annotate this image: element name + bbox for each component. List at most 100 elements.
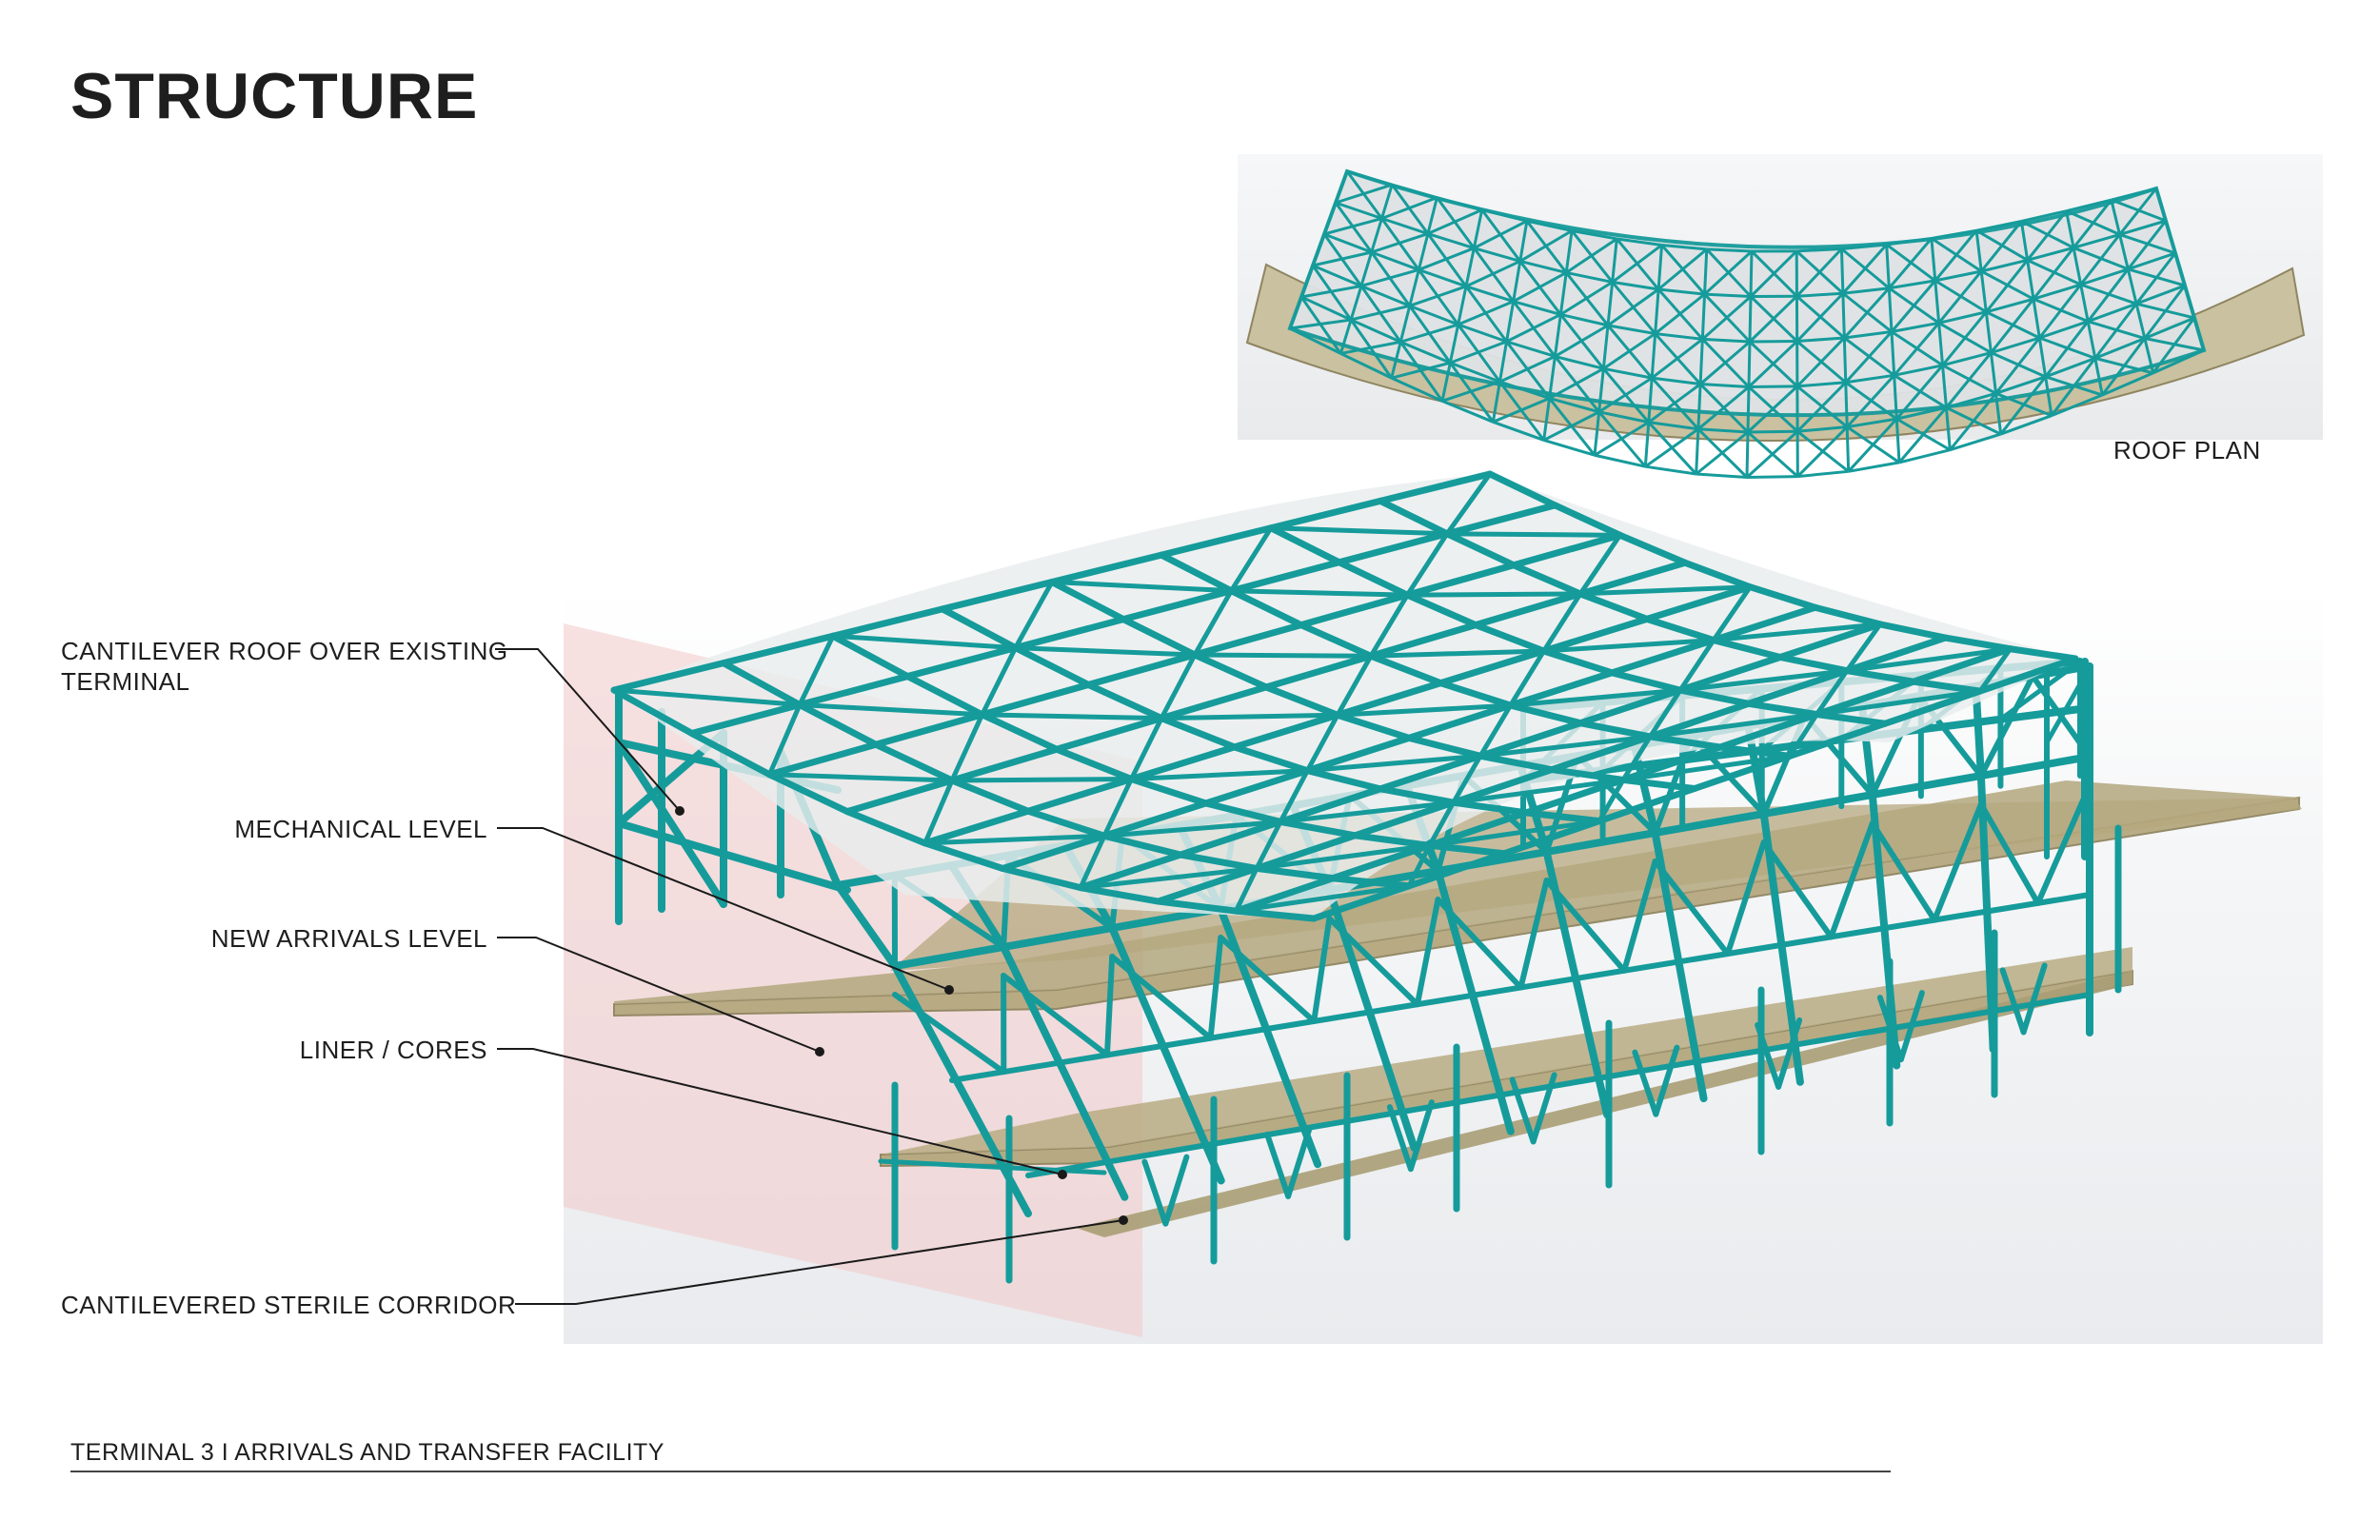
roof-plan-purlin <box>1409 304 1459 326</box>
v-support <box>1141 1158 1169 1227</box>
roof-plan-brace <box>1512 271 1567 303</box>
roof-beam <box>1876 621 1949 642</box>
roof-girder <box>1310 882 1413 922</box>
roof-plan-purlin <box>1335 201 1382 220</box>
roof-diagonal <box>1101 819 1283 839</box>
roof-diagonal <box>1444 531 1623 538</box>
v-support <box>1509 1076 1537 1145</box>
roof-beam <box>610 686 696 737</box>
roof-diagonal <box>1427 819 1602 848</box>
truss-post <box>834 881 899 970</box>
roof-plan-brace <box>2044 320 2090 378</box>
v-support <box>1162 1154 1190 1227</box>
roof-plan-purlin <box>1938 310 1987 325</box>
roof-plan-purlin <box>1934 269 1982 283</box>
roof-diagonal <box>1577 532 1623 597</box>
roof-plan-brace <box>2050 357 2096 417</box>
roof-beam <box>1191 651 1270 691</box>
roof-diagonal <box>1577 584 1753 597</box>
leader-liner-cores <box>497 1048 1063 1175</box>
roof-diagonal <box>1647 687 1683 740</box>
roof-plan-brace <box>1696 385 1750 430</box>
v-support <box>1632 1049 1659 1117</box>
roof-plan-purlin <box>1796 291 1843 298</box>
roof-plan-purlin <box>1797 469 1849 479</box>
roof-beam <box>1477 752 1556 774</box>
roof-diagonal <box>922 778 955 846</box>
roof-plan-purlin <box>1441 399 1494 424</box>
roof-girder <box>1267 497 1384 532</box>
roof-beam <box>1231 743 1311 775</box>
roof-diagonal <box>611 687 803 708</box>
roof-beam <box>829 632 911 681</box>
roof-diagonal <box>1368 592 1410 659</box>
roof-plan-purlin <box>2073 232 2120 249</box>
roof-girder <box>1334 680 1444 719</box>
roof-plan-purlin <box>1612 280 1659 291</box>
roof-plan-brace <box>1994 337 2041 395</box>
roof-plan-brace <box>1449 340 1508 365</box>
roof-plan-rib <box>1491 220 1529 423</box>
roof-plan-brace <box>1418 247 1475 271</box>
v-support <box>2020 962 2048 1036</box>
roof-plan-brace <box>1985 259 2029 313</box>
roof-beam <box>1843 667 1917 685</box>
roof-plan-purlin <box>2066 198 2112 213</box>
roof-beam <box>1084 681 1165 722</box>
roof-girder <box>1510 531 1624 569</box>
roof-plan-rib <box>1885 244 1901 463</box>
roof-plan-purlin <box>1949 432 2002 452</box>
roof-plan-brace <box>1548 367 1605 400</box>
v-support <box>1407 1099 1435 1173</box>
roof-plan-brace <box>1371 232 1429 254</box>
roof-plan-purlin <box>1991 336 2040 354</box>
roof-beam <box>1158 715 1239 751</box>
callout-sterile-corridor: CANTILEVERED STERILE CORRIDOR <box>61 1291 517 1319</box>
roof-girder <box>1298 591 1411 629</box>
roof-plan-brace <box>1949 392 1997 451</box>
roof-diagonal <box>1278 800 1457 824</box>
roof-plan-purlin <box>1841 243 1887 250</box>
roof-girder <box>1158 524 1275 559</box>
v-brace <box>1311 916 1333 1024</box>
roof-beam <box>1910 678 1984 695</box>
roof-plan-brace <box>1651 338 1704 380</box>
roof-plan-brace <box>1289 318 1352 330</box>
roof-plan-brace <box>1409 285 1467 307</box>
roof-girder <box>1976 655 2079 695</box>
roof-plan-brace <box>1745 430 1799 479</box>
roof-girder <box>1405 701 1515 741</box>
roof-girder <box>1262 652 1375 691</box>
roof-plan-purlin <box>1427 232 1475 250</box>
roof-girder <box>1548 733 1654 774</box>
roof-plan-brace <box>1941 310 1988 366</box>
roof-plan-purlin <box>1747 429 1798 434</box>
roof-diagonal <box>1541 638 1716 654</box>
roof-plan-brace <box>1893 322 1940 377</box>
v-brace <box>1414 897 1441 1008</box>
roof-plan-purlin <box>1846 417 1897 429</box>
roof-plan-purlin <box>1704 292 1752 298</box>
roof-plan-brace <box>2026 209 2068 262</box>
roof-plan <box>1238 154 2323 479</box>
roof-girder <box>610 660 727 694</box>
roof-plan-brace <box>1607 287 1659 327</box>
roof-diagonal <box>766 702 803 778</box>
roof-beam <box>1710 637 1784 661</box>
roof-diagonal <box>1228 588 1410 598</box>
roof-girder <box>1437 647 1548 687</box>
roof-girder <box>1377 752 1484 793</box>
roof-beam <box>1540 647 1616 677</box>
roof-plan-brace <box>2038 284 2082 339</box>
roof-beam <box>1510 562 1584 598</box>
roof-girder <box>1477 720 1584 760</box>
roof-plan-brace <box>1796 381 1847 433</box>
roof-plan-purlin <box>1616 237 1662 247</box>
roof-beam <box>1643 615 1717 644</box>
roof-diagonal <box>1192 652 1374 659</box>
roof-plan-purlin <box>1571 228 1617 241</box>
roof-girder <box>979 681 1092 719</box>
roof-plan-brace <box>1748 295 1798 344</box>
roof-beam <box>1303 767 1384 793</box>
roof-diagonal <box>1159 652 1198 721</box>
